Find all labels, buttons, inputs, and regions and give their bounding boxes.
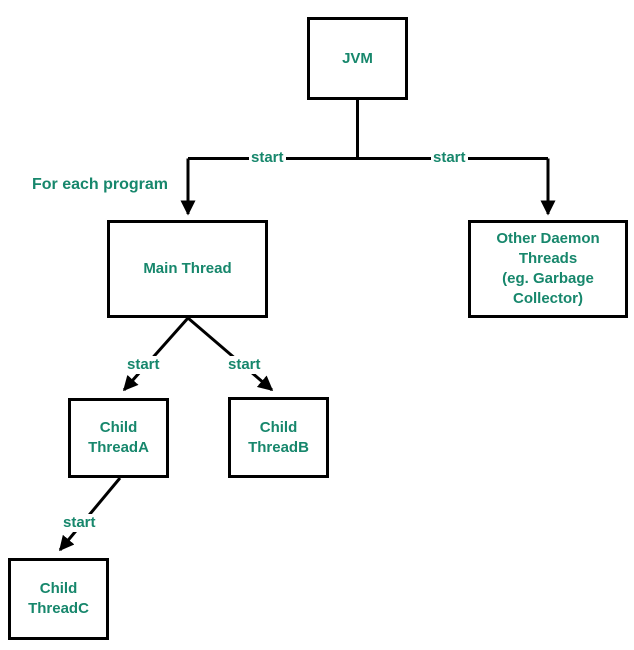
node-child-thread-a-label: Child ThreadA [88,419,149,456]
node-main-thread[interactable]: Main Thread [107,220,268,318]
node-child-thread-a[interactable]: Child ThreadA [68,398,169,478]
annotation-for-each-program: For each program [32,176,169,193]
node-child-thread-c[interactable]: Child ThreadC [8,558,109,640]
node-child-thread-b[interactable]: Child ThreadB [228,397,329,478]
node-main-thread-label: Main Thread [143,260,232,277]
edge-label-main-to-child-a: start [125,356,162,374]
node-jvm-label: JVM [342,49,373,67]
node-child-thread-b-label: Child ThreadB [248,418,309,456]
edge-label-jvm-to-daemon-threads: start [431,149,468,167]
connector-main-to-child-a [122,317,190,392]
edge-label-main-to-child-b: start [226,356,263,374]
edge-label-jvm-to-main-thread: start [249,149,286,167]
edge-label-child-a-to-child-c: start [61,514,98,532]
node-other-daemon-threads[interactable]: Other Daemon Threads (eg. Garbage Collec… [468,220,628,318]
connector-main-to-child-b [187,316,274,392]
node-other-daemon-threads-label: Other Daemon Threads (eg. Garbage Collec… [496,230,600,307]
node-jvm[interactable]: JVM [307,17,408,100]
node-child-thread-c-label: Child ThreadC [28,580,89,617]
